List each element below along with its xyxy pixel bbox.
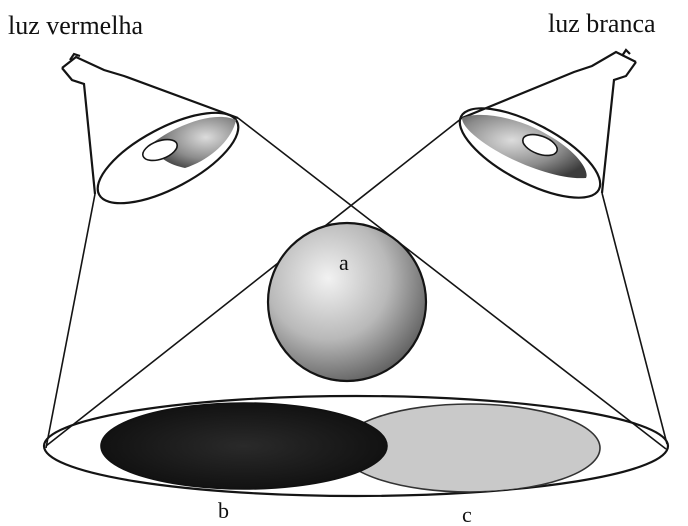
shadow-b xyxy=(100,402,388,490)
left-lamp-label: luz vermelha xyxy=(8,11,143,40)
right-lamp-rays xyxy=(45,117,668,447)
ball-label: a xyxy=(339,250,349,275)
shadows xyxy=(100,402,601,493)
left-lamp-icon xyxy=(61,52,240,205)
left-lamp-rays xyxy=(45,117,667,450)
ball xyxy=(266,221,428,383)
right-lamp-label: luz branca xyxy=(548,9,656,38)
right-lamp-icon xyxy=(458,48,637,199)
shadow-c-label: c xyxy=(462,502,472,526)
shadow-b-label: b xyxy=(218,498,229,523)
floor-ellipse xyxy=(42,394,670,498)
